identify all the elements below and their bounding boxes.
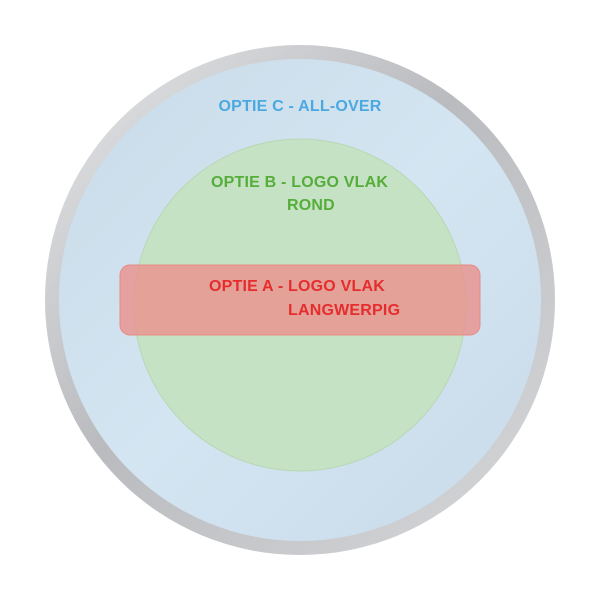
zone-c-label: OPTIE C - ALL-OVER: [218, 98, 382, 115]
zone-option-a: [119, 264, 481, 336]
zone-b-label-line2: ROND: [287, 197, 335, 214]
zone-a-label-line2: LANGWERPIG: [288, 302, 401, 319]
zone-a-label-line1: OPTIE A - LOGO VLAK: [209, 278, 385, 295]
zone-b-label-line1: OPTIE B - LOGO VLAK: [211, 174, 389, 191]
